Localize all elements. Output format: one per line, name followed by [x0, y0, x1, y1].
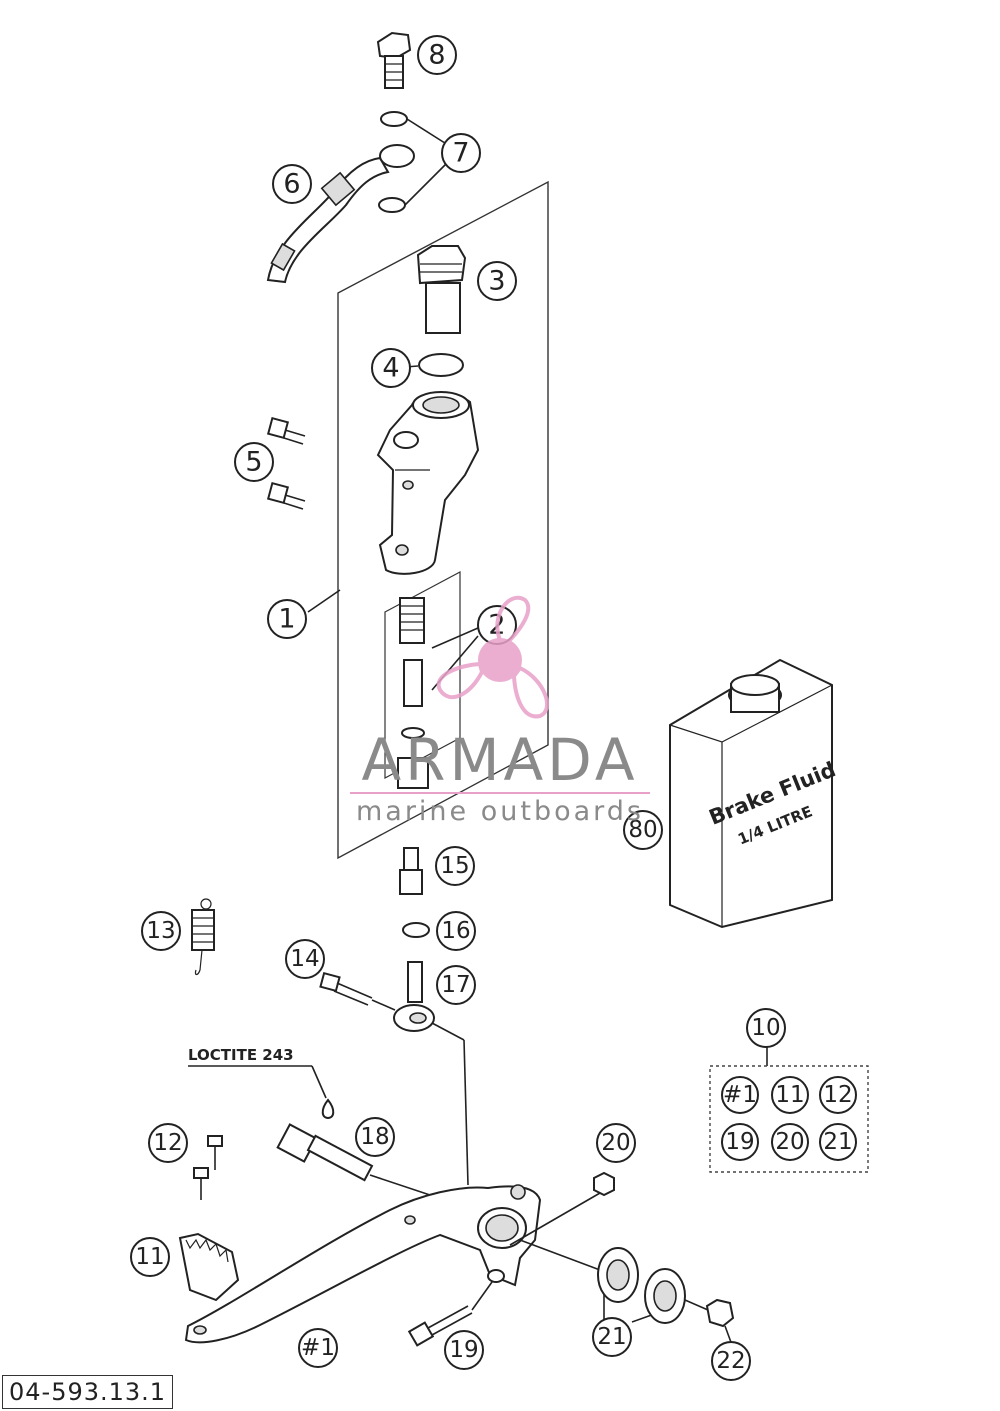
svg-text:8: 8 [428, 40, 445, 71]
svg-text:13: 13 [146, 918, 175, 944]
svg-text:5: 5 [245, 447, 262, 478]
watermark-brand: ARMADA [361, 726, 638, 794]
brake-hose-part [266, 144, 415, 284]
push-rod-part [399, 847, 423, 895]
svg-text:17: 17 [441, 972, 470, 998]
pivot-bolt-part [276, 1123, 374, 1182]
screw-12-part [193, 1135, 223, 1200]
loctite-drop-icon [321, 1098, 335, 1120]
clevis-part [393, 961, 435, 1032]
bearing-a-part [597, 1247, 639, 1303]
nut-part [402, 922, 430, 938]
bearing-b-part [644, 1268, 686, 1324]
piston-kit-part [397, 597, 429, 789]
callout-22: 22 [711, 1341, 751, 1381]
nut-20-part [593, 1171, 615, 1197]
washer-upper-part [380, 111, 408, 127]
mounting-screw-upper-part [266, 416, 306, 445]
washer-lower-part [378, 197, 406, 213]
brake-fluid-bottle: Brake Fluid 1/4 LITRE [669, 658, 839, 929]
callout-5: 5 [234, 442, 274, 482]
loctite-annotation: LOCTITE 243 [188, 1046, 294, 1064]
callout-7: 7 [441, 133, 481, 173]
callout-3: 3 [477, 261, 517, 301]
mounting-screw-lower-part [266, 481, 306, 510]
callout-20: 20 [596, 1123, 636, 1163]
callout-pedal: #1 [298, 1328, 338, 1368]
watermark-tagline: marine outboards [356, 796, 644, 827]
kit-item-1: #1 [721, 1076, 759, 1114]
kit-item-2: 11 [771, 1076, 809, 1114]
banjo-bolt-part [376, 31, 412, 89]
svg-text:19: 19 [449, 1337, 478, 1363]
svg-text:18: 18 [360, 1124, 389, 1150]
svg-text:80: 80 [628, 817, 657, 843]
svg-text:4: 4 [382, 353, 399, 384]
svg-text:20: 20 [601, 1130, 630, 1156]
callout-80: 80 [623, 810, 663, 850]
svg-text:3: 3 [488, 266, 505, 297]
svg-text:15: 15 [440, 853, 469, 879]
master-cylinder-body-part [376, 391, 480, 575]
callout-14: 14 [285, 939, 325, 979]
callout-11: 11 [130, 1237, 170, 1277]
svg-text:12: 12 [823, 1082, 852, 1108]
svg-text:19: 19 [725, 1129, 754, 1155]
callout-4: 4 [371, 348, 411, 388]
svg-text:10: 10 [751, 1015, 780, 1041]
return-spring-part [191, 898, 215, 976]
callout-16: 16 [436, 911, 476, 951]
callout-21: 21 [592, 1317, 632, 1357]
svg-text:21: 21 [823, 1129, 852, 1155]
svg-text:14: 14 [290, 946, 319, 972]
nut-22-part [705, 1298, 735, 1328]
armada-logo [436, 595, 550, 719]
kit-item-6: 21 [819, 1123, 857, 1161]
assembly-frame [337, 180, 549, 860]
document-id: 04-593.13.1 [2, 1375, 174, 1409]
callout-8: 8 [417, 35, 457, 75]
svg-text:21: 21 [597, 1324, 626, 1350]
svg-text:20: 20 [775, 1129, 804, 1155]
svg-text:11: 11 [775, 1082, 804, 1108]
callout-19: 19 [444, 1330, 484, 1370]
callout-18: 18 [355, 1117, 395, 1157]
kit-item-4: 19 [721, 1123, 759, 1161]
svg-text:7: 7 [452, 138, 469, 169]
svg-text:#1: #1 [723, 1082, 757, 1108]
o-ring-part [418, 353, 464, 377]
svg-text:11: 11 [135, 1244, 164, 1270]
reservoir-connector-part [416, 245, 467, 334]
kit-box [709, 1065, 869, 1173]
svg-text:6: 6 [283, 169, 300, 200]
callout-6: 6 [272, 164, 312, 204]
callout-10: 10 [746, 1008, 786, 1048]
pedal-tip-part [178, 1232, 240, 1302]
bolt-14-part [319, 971, 373, 1006]
callout-12: 12 [148, 1123, 188, 1163]
svg-text:22: 22 [716, 1348, 745, 1374]
svg-text:#1: #1 [301, 1335, 335, 1361]
inner-kit-frame [384, 571, 461, 779]
callout-15: 15 [435, 846, 475, 886]
svg-text:16: 16 [441, 918, 470, 944]
svg-text:1: 1 [278, 604, 295, 635]
callout-13: 13 [141, 911, 181, 951]
bolt-19-part [407, 1305, 473, 1347]
callout-1: 1 [267, 599, 307, 639]
kit-item-5: 20 [771, 1123, 809, 1161]
kit-item-3: 12 [819, 1076, 857, 1114]
svg-text:12: 12 [153, 1130, 182, 1156]
callout-17: 17 [436, 965, 476, 1005]
brake-pedal-part [184, 1184, 542, 1344]
